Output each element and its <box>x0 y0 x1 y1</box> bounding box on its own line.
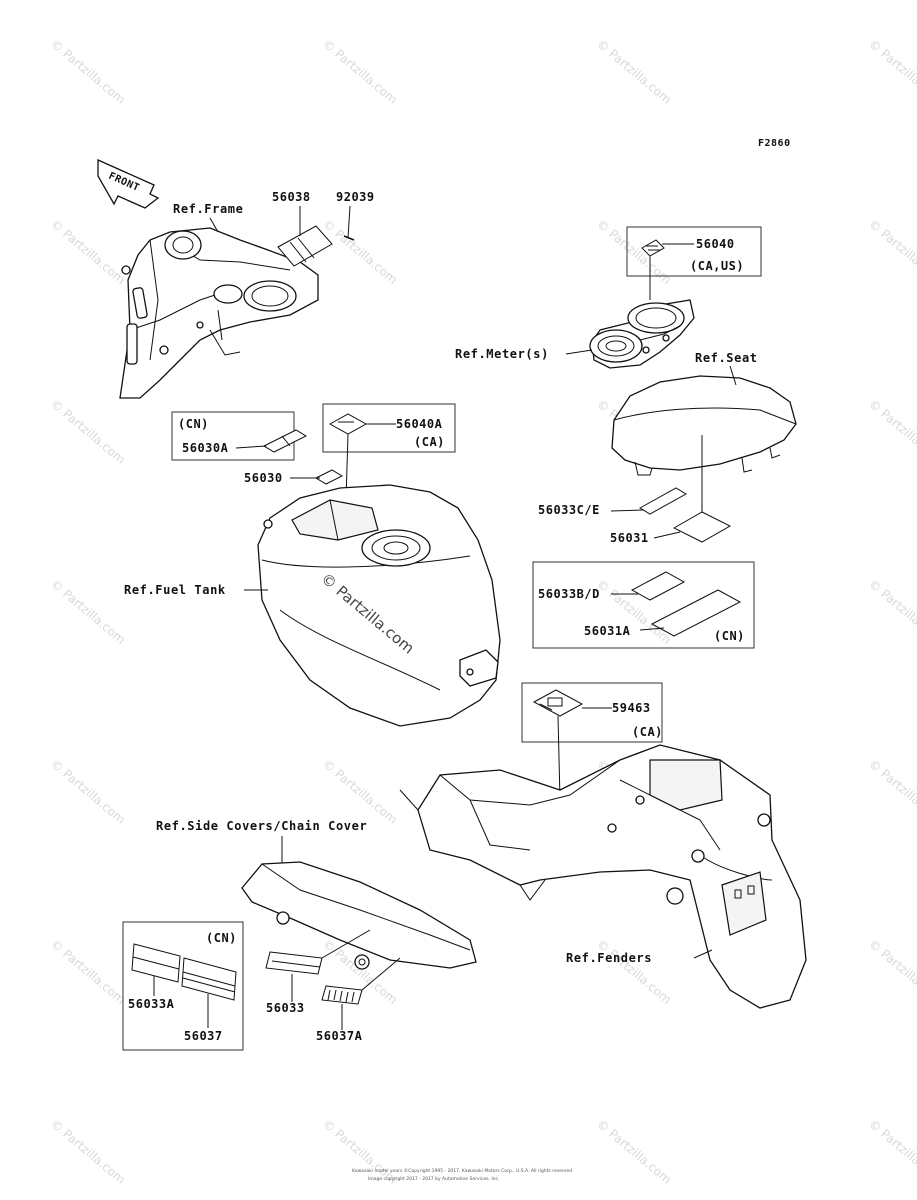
decal-56037a <box>321 985 363 1005</box>
part-note-56040a: (CA) <box>414 435 445 449</box>
part-number-56037: 56037 <box>184 1029 223 1043</box>
watermark: © Partzilla.com <box>866 937 917 1007</box>
part-number-56033b-d: 56033B/D <box>538 587 600 601</box>
watermark: © Partzilla.com <box>594 1117 674 1187</box>
ref-frame-label: Ref.Frame <box>173 202 243 216</box>
part-number-56037a: 56037A <box>316 1029 363 1043</box>
decal-56031a <box>650 589 742 637</box>
watermark: © Partzilla.com <box>320 757 400 827</box>
seat-illustration <box>611 375 797 476</box>
watermark: © Partzilla.com <box>866 397 917 467</box>
ref-fuel-tank-label: Ref.Fuel Tank <box>124 583 226 597</box>
footer-copyright-line2: Image copyright 2017 - 2017 by Automotiv… <box>368 1176 499 1182</box>
decal-56030 <box>314 469 344 485</box>
watermark: © Partzilla.com <box>48 937 128 1007</box>
decal-56040 <box>641 239 665 257</box>
front-arrow-icon: FRONT <box>97 158 160 209</box>
watermark: © Partzilla.com <box>48 37 128 107</box>
part-number-56031: 56031 <box>610 531 649 545</box>
part-number-56031a: 56031A <box>584 624 631 638</box>
part-number-92039: 92039 <box>336 190 375 204</box>
watermark: © Partzilla.com <box>866 757 917 827</box>
part-note-56033a: (CN) <box>206 931 237 945</box>
part-number-56033c-e: 56033C/E <box>538 503 600 517</box>
chain-cover-illustration <box>241 861 477 970</box>
part-number-56038: 56038 <box>272 190 311 204</box>
ref-meter-label: Ref.Meter(s) <box>455 347 549 361</box>
part-number-56040: 56040 <box>696 237 735 251</box>
callout-box-56040 <box>626 226 762 277</box>
ref-side-covers-label: Ref.Side Covers/Chain Cover <box>156 819 367 833</box>
watermark: © Partzilla.com <box>594 937 674 1007</box>
part-number-56040a: 56040A <box>396 417 443 431</box>
watermark: © Partzilla.com <box>48 1117 128 1187</box>
decal-56033b-d <box>630 571 686 601</box>
decal-56033a <box>131 943 181 983</box>
part-number-59463: 59463 <box>612 701 651 715</box>
callout-box-59463 <box>521 682 663 743</box>
watermark: © Partzilla.com <box>48 757 128 827</box>
part-note-59463: (CA) <box>632 725 663 739</box>
decal-56040a <box>328 413 368 435</box>
watermark: © Partzilla.com <box>48 397 128 467</box>
part-number-56033: 56033 <box>266 1001 305 1015</box>
decal-56030a <box>262 429 308 453</box>
part-note-56031a: (CN) <box>714 629 745 643</box>
watermark: © Partzilla.com <box>320 217 400 287</box>
decal-56031 <box>672 511 732 543</box>
fender-illustration <box>399 744 807 1009</box>
part-number-56030a: 56030A <box>182 441 229 455</box>
watermark: © Partzilla.com <box>320 37 400 107</box>
watermark: © Partzilla.com <box>866 217 917 287</box>
part-note-56030a: (CN) <box>178 417 209 431</box>
part-note-56040: (CA,US) <box>690 259 744 273</box>
watermark: © Partzilla.com <box>866 37 917 107</box>
footer-copyright-line1: Kawasaki model years ©Copyright 1995 - 2… <box>352 1167 573 1174</box>
decal-56038 <box>277 225 333 267</box>
part-number-56030: 56030 <box>244 471 283 485</box>
ref-fenders-label: Ref.Fenders <box>566 951 652 965</box>
watermark: © Partzilla.com <box>48 577 128 647</box>
callout-box-56033a-56037 <box>122 921 244 1051</box>
watermark: © Partzilla.com <box>866 1117 917 1187</box>
figure-code: F2860 <box>758 138 791 149</box>
decal-59463 <box>532 689 584 717</box>
decal-56033c-e <box>639 487 687 515</box>
frame-illustration <box>119 227 319 399</box>
fuel-tank-illustration <box>257 484 501 727</box>
callout-box-56031a <box>532 561 755 649</box>
callout-box-56040a <box>322 403 456 453</box>
decal-56037 <box>181 957 237 1001</box>
watermark: © Partzilla.com <box>594 37 674 107</box>
watermark: © Partzilla.com <box>48 217 128 287</box>
ref-seat-label: Ref.Seat <box>695 351 758 365</box>
part-number-56033a: 56033A <box>128 997 175 1011</box>
meter-illustration <box>589 299 695 369</box>
watermark: © Partzilla.com <box>866 577 917 647</box>
decal-56033 <box>265 951 323 975</box>
